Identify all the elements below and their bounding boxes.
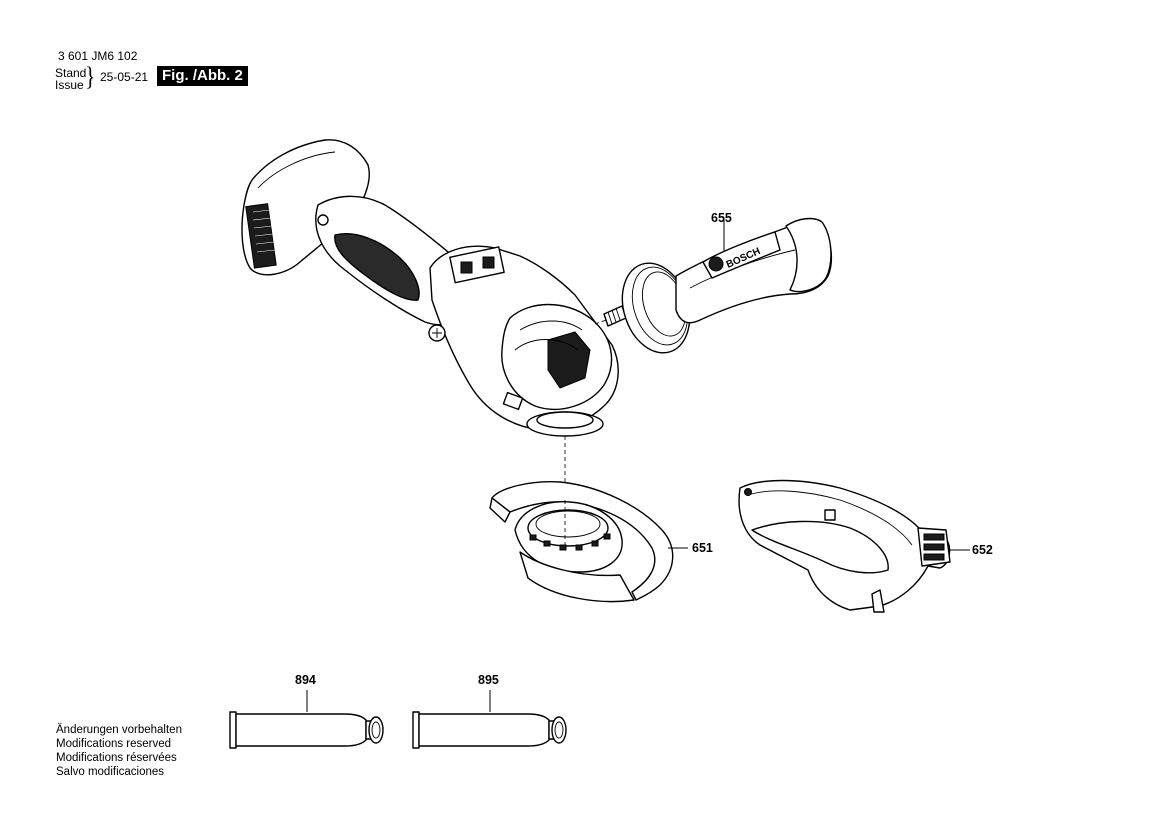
footer-line-en: Modifications reserved (56, 738, 172, 750)
footer-line-fr: Modifications réservées (56, 752, 177, 764)
tube-895-illustration (412, 690, 567, 749)
issue-date: 25-05-21 (100, 70, 149, 84)
modifications-notice: Änderungen vorbehalten Modifications res… (56, 723, 182, 779)
brace-icon: } (85, 62, 96, 91)
side-handle-illustration: BOSCH (591, 217, 833, 354)
guard-652-illustration (738, 479, 970, 613)
tube-894-illustration (229, 690, 384, 749)
angle-grinder-illustration (241, 139, 619, 540)
callout-652[interactable]: 652 (972, 543, 993, 557)
callout-894[interactable]: 894 (295, 673, 316, 687)
footer-line-es: Salvo modificaciones (56, 766, 165, 778)
callout-895[interactable]: 895 (478, 673, 499, 687)
stand-label: Stand (55, 66, 87, 80)
issue-label: Issue (55, 78, 84, 92)
callout-651[interactable]: 651 (692, 541, 713, 555)
part-number: 3 601 JM6 102 (58, 49, 138, 63)
guard-651-illustration (489, 480, 688, 603)
footer-line-de: Änderungen vorbehalten (56, 724, 182, 736)
callout-655[interactable]: 655 (711, 211, 732, 225)
figure-label: Fig. /Abb. 2 (157, 66, 248, 86)
